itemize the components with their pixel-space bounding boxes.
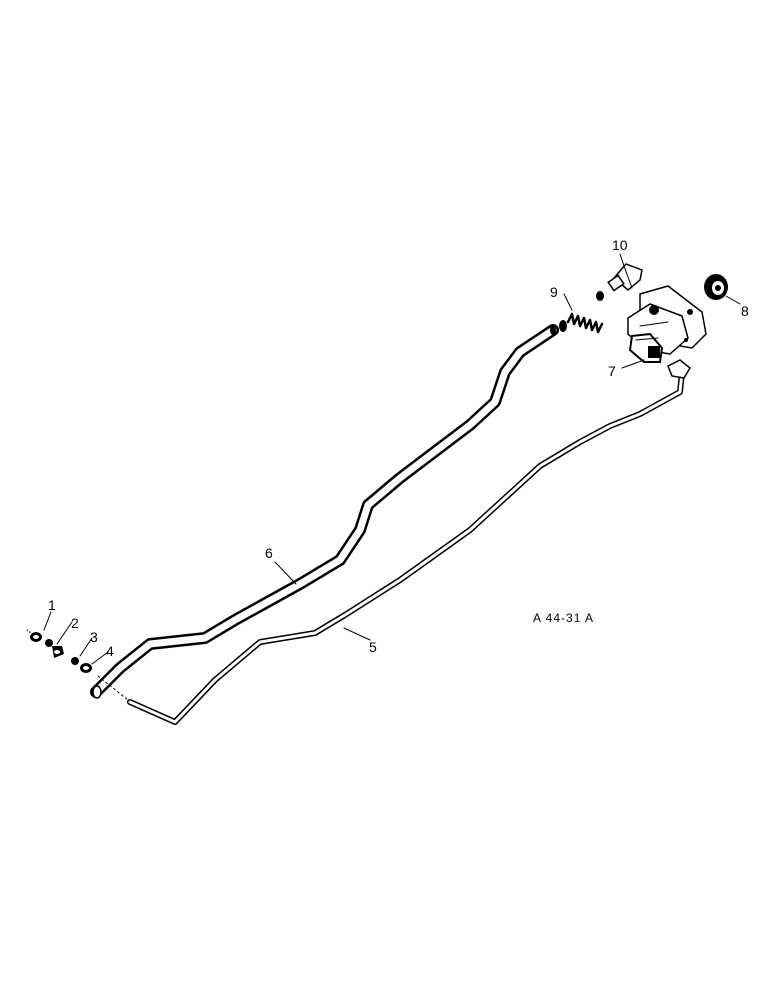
callout-3: 3 xyxy=(90,629,98,645)
callout-4: 4 xyxy=(106,643,114,659)
nut-8 xyxy=(704,274,728,300)
callout-10: 10 xyxy=(612,237,628,253)
callout-8: 8 xyxy=(741,303,749,319)
tube-6 xyxy=(90,324,559,699)
callout-6: 6 xyxy=(265,545,273,561)
leader-lines xyxy=(43,253,741,665)
valve-body-7 xyxy=(627,285,707,379)
callout-1: 1 xyxy=(48,597,56,613)
tube-5 xyxy=(97,369,685,725)
fitting-2 xyxy=(45,639,64,658)
fitting-1 xyxy=(26,629,42,642)
fitting-10 xyxy=(607,263,643,292)
callout-5: 5 xyxy=(369,639,377,655)
callout-9: 9 xyxy=(550,284,558,300)
spring-9 xyxy=(559,291,604,334)
fitting-3 xyxy=(71,657,79,665)
callout-7: 7 xyxy=(608,363,616,379)
callout-2: 2 xyxy=(71,615,79,631)
fitting-4 xyxy=(80,663,92,673)
figure-reference: A 44-31 A xyxy=(533,611,594,625)
